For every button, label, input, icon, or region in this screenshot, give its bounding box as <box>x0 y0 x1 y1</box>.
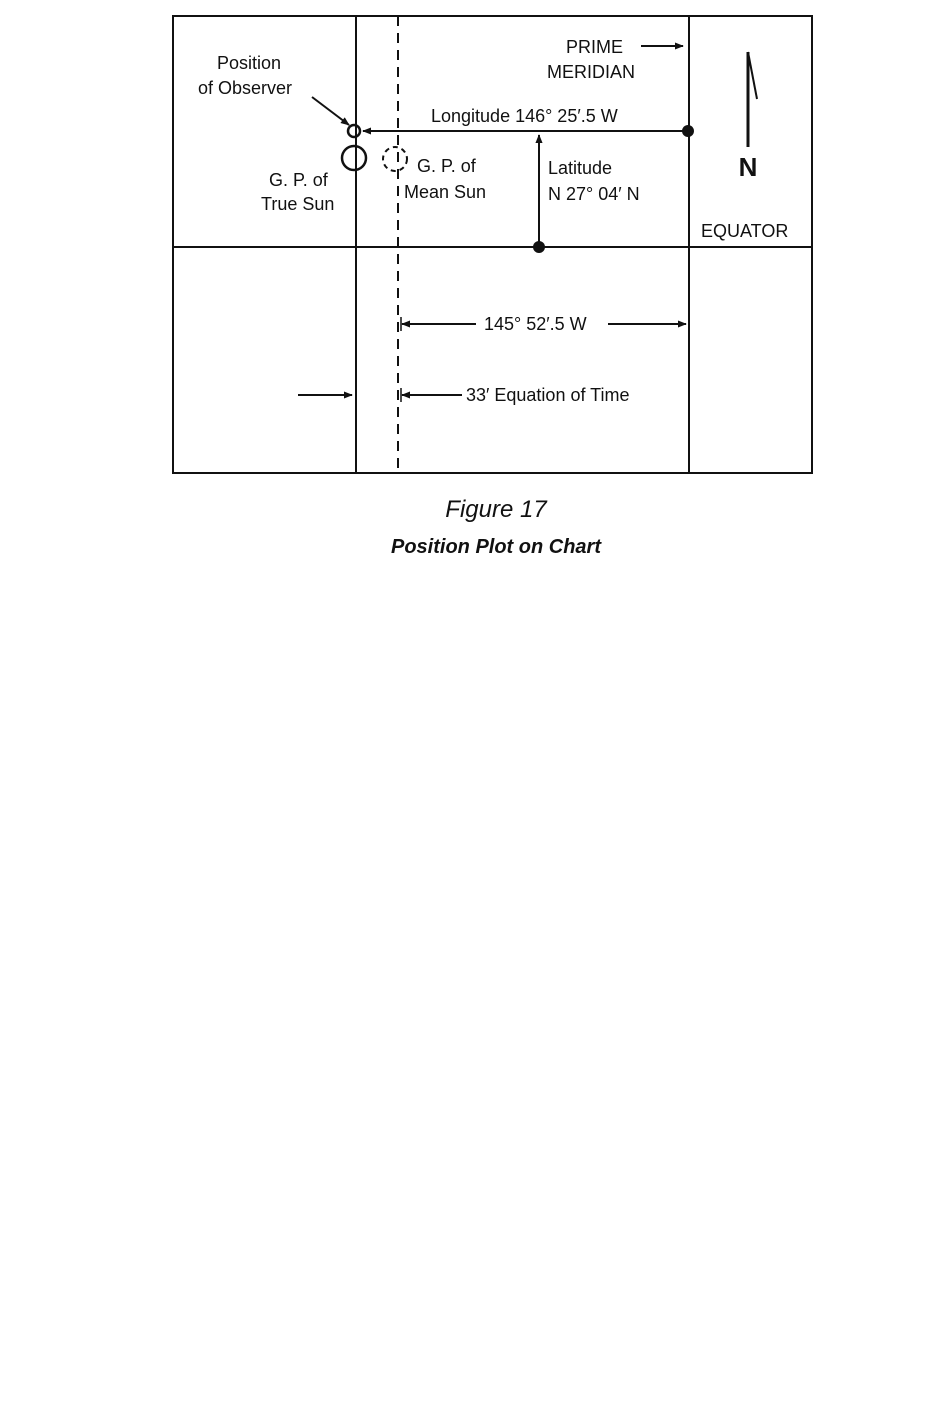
longitude-label: Longitude 146° 25′.5 W <box>431 106 618 126</box>
north-arrow-icon: N <box>739 52 758 182</box>
observer-position-marker <box>348 125 360 137</box>
observer-label-line1: Position <box>217 53 281 73</box>
observer-label-line2: of Observer <box>198 78 292 98</box>
mean-sun-gp-label-line1: G. P. of <box>417 156 477 176</box>
true-sun-gp-label-line2: True Sun <box>261 194 334 214</box>
prime-meridian-label-line2: MERIDIAN <box>547 62 635 82</box>
north-label: N <box>739 152 758 182</box>
latitude-label-line1: Latitude <box>548 158 612 178</box>
mean-sun-gp-marker <box>383 147 407 171</box>
equator-label: EQUATOR <box>701 221 788 241</box>
figure-caption-subtitle: Position Plot on Chart <box>0 534 950 554</box>
figure-caption-title: Figure 17 <box>0 496 950 524</box>
latitude-label-line2: N 27° 04′ N <box>548 184 640 204</box>
equator-latitude-dot <box>533 241 545 253</box>
true-sun-gp-marker <box>342 146 366 170</box>
mean-sun-longitude-label: 145° 52′.5 W <box>484 314 587 334</box>
mean-sun-longitude-dimension: 145° 52′.5 W <box>401 314 686 334</box>
equation-of-time-label: 33′ Equation of Time <box>466 385 629 405</box>
prime-meridian-label-line1: PRIME <box>566 37 623 57</box>
true-sun-gp-label-line1: G. P. of <box>269 170 329 190</box>
equation-of-time-dimension: 33′ Equation of Time <box>298 385 629 405</box>
prime-meridian-latitude-dot <box>682 125 694 137</box>
observer-pointer-arrow <box>312 97 349 125</box>
mean-sun-gp-label-line2: Mean Sun <box>404 182 486 202</box>
